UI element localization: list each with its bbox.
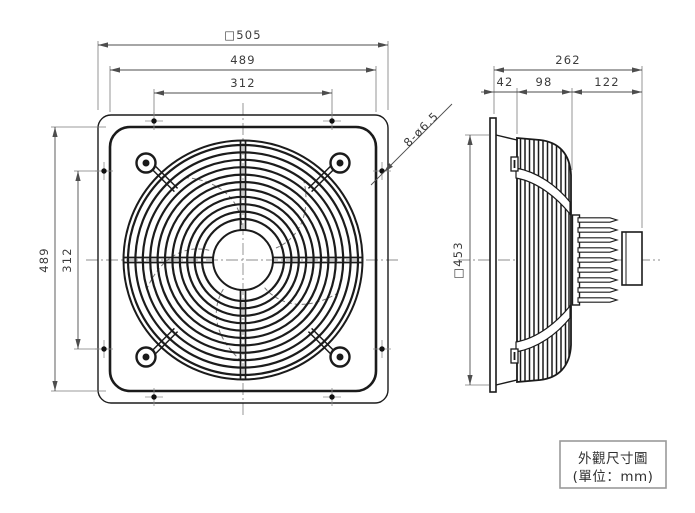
flange-mounting-holes <box>95 112 391 406</box>
mounting-hole <box>373 340 391 358</box>
dim-outer-size: □505 <box>224 28 262 42</box>
fan-panel-outline <box>108 125 378 393</box>
side-view-drawing: 262 42 98 122 □453 <box>451 53 660 393</box>
mounting-hole <box>95 162 113 180</box>
title-block-unit: (單位：mm) <box>573 469 654 485</box>
front-view-drawing: □505 489 312 489 312 8-ø6.5 <box>37 28 453 415</box>
grille-spokes <box>124 141 362 379</box>
grille-mounting-eyelets <box>135 152 351 368</box>
dim-hole-pitch-top: 312 <box>230 76 256 90</box>
side-motor-fins <box>571 214 619 306</box>
dim-hole-pitch-left: 312 <box>60 247 74 273</box>
venturi-bottom-edge <box>495 379 518 386</box>
dim-flange-depth: 42 <box>496 75 513 89</box>
dim-hole-callout: 8-ø6.5 <box>401 109 442 150</box>
dim-guard-depth: 98 <box>535 75 552 89</box>
fan-flange-outline <box>97 114 389 404</box>
side-motor-rear-box <box>621 231 643 286</box>
guard-support-strap-bottom <box>515 304 571 353</box>
title-block-title: 外觀尺寸圖 <box>578 451 648 467</box>
mounting-hole <box>145 112 163 130</box>
dim-motor-depth: 122 <box>594 75 620 89</box>
side-guard <box>510 137 572 383</box>
dim-opening-size: □453 <box>451 241 465 279</box>
front-dimensions: □505 489 312 489 312 8-ø6.5 <box>37 28 453 392</box>
mounting-hole <box>95 340 113 358</box>
side-flange-plate <box>489 117 497 393</box>
mounting-hole <box>323 388 341 406</box>
title-block: 外觀尺寸圖 (單位：mm) <box>559 440 667 489</box>
dim-inner-size-top: 489 <box>230 53 256 67</box>
mounting-hole <box>323 112 341 130</box>
dim-inner-size-left: 489 <box>37 247 51 273</box>
dim-total-depth: 262 <box>555 53 581 67</box>
title-block-border <box>559 440 667 489</box>
grille-rings <box>122 139 364 381</box>
side-dimensions: 262 42 98 122 □453 <box>451 53 643 386</box>
mounting-hole <box>145 388 163 406</box>
venturi-top-edge <box>495 134 518 141</box>
guard-support-strap-top <box>515 167 571 216</box>
